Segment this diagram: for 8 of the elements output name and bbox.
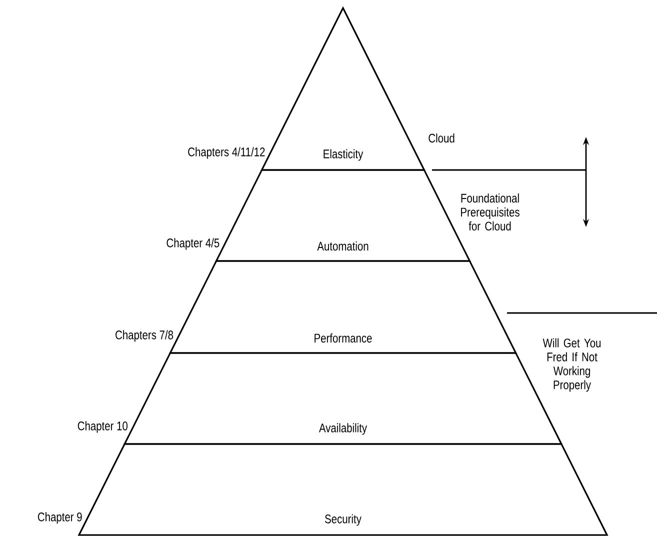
side-note: Cloud	[428, 133, 454, 143]
side-note: Foundational Prerequisites for Cloud	[461, 193, 520, 231]
chapter-label: Chapters 7/8	[116, 330, 174, 342]
chapter-label: Chapter 9	[38, 512, 82, 524]
chapter-label: Chapters 4/11/12	[188, 147, 265, 159]
chapter-label: Chapter 10	[78, 421, 128, 433]
chapter-label: Chapter 4/5	[166, 238, 220, 250]
side-note: Will Get You Fred If Not Working Properly	[542, 338, 601, 392]
